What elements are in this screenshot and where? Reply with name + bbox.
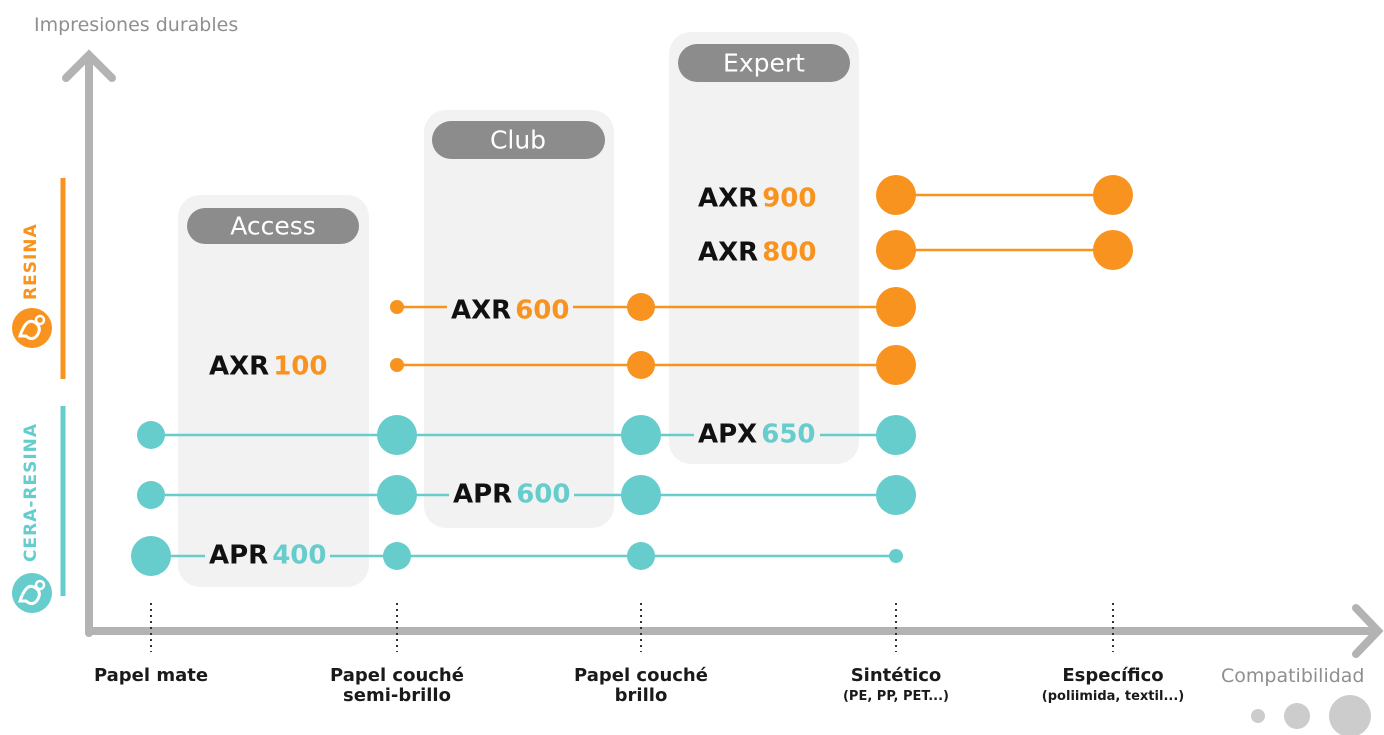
group-label-cera-resina: CERA-RESINA	[21, 422, 41, 562]
dot-apr600-0	[137, 481, 165, 509]
tier-pill-expert	[678, 44, 850, 82]
dot-axr600-3	[876, 287, 916, 327]
tier-pill-access	[187, 208, 359, 244]
product-dots	[131, 175, 1133, 576]
category-guides	[150, 603, 1114, 652]
dot-apr400-1	[383, 542, 411, 570]
tier-label-club: Club	[489, 125, 547, 155]
category-sublabel-sintetico: (PE, PP, PET...)	[842, 688, 950, 704]
cera-resina-logo-icon	[12, 573, 52, 613]
dot-apx650-1	[377, 415, 417, 455]
category-label-especifico: Específico (poliimida, textil...)	[1041, 665, 1185, 704]
dot-apr400-0	[131, 536, 171, 576]
tier-box-access	[178, 195, 369, 587]
category-label-papel-mate: Papel mate	[93, 665, 209, 686]
category-sublabel-especifico: (poliimida, textil...)	[1041, 688, 1185, 704]
dot-axr900-3	[876, 175, 916, 215]
dot-apx650-2	[621, 415, 661, 455]
dot-axr100-1	[390, 358, 404, 372]
dot-axr600-1	[390, 300, 404, 314]
legend-dot-small	[1251, 709, 1265, 723]
dot-axr800-3	[876, 230, 916, 270]
resina-logo-icon	[12, 308, 52, 348]
dot-apr400-3	[889, 549, 903, 563]
group-label-resina: RESINA	[21, 223, 41, 300]
dot-apx650-3	[876, 415, 916, 455]
dot-axr100-2	[627, 351, 655, 379]
tier-label-access: Access	[230, 211, 316, 241]
dot-axr800-4	[1093, 230, 1133, 270]
dot-apr600-1	[377, 475, 417, 515]
dot-apr600-2	[621, 475, 661, 515]
y-axis-label: Impresiones durables	[34, 14, 239, 36]
category-label-sintetico: Sintético (PE, PP, PET...)	[842, 665, 950, 704]
size-legend	[1251, 695, 1371, 735]
x-axis-label: Compatibilidad	[1221, 665, 1365, 687]
x-axis	[85, 604, 1384, 658]
tier-pill-club	[432, 121, 605, 159]
dot-apr400-2	[627, 542, 655, 570]
dot-axr100-3	[876, 345, 916, 385]
legend-dot-medium	[1284, 703, 1310, 729]
tier-label-expert: Expert	[723, 48, 805, 78]
dot-apx650-0	[137, 421, 165, 449]
legend-dot-large	[1329, 695, 1371, 735]
dot-apr600-3	[876, 475, 916, 515]
y-axis	[62, 49, 116, 637]
dot-axr900-4	[1093, 175, 1133, 215]
dot-axr600-2	[627, 293, 655, 321]
